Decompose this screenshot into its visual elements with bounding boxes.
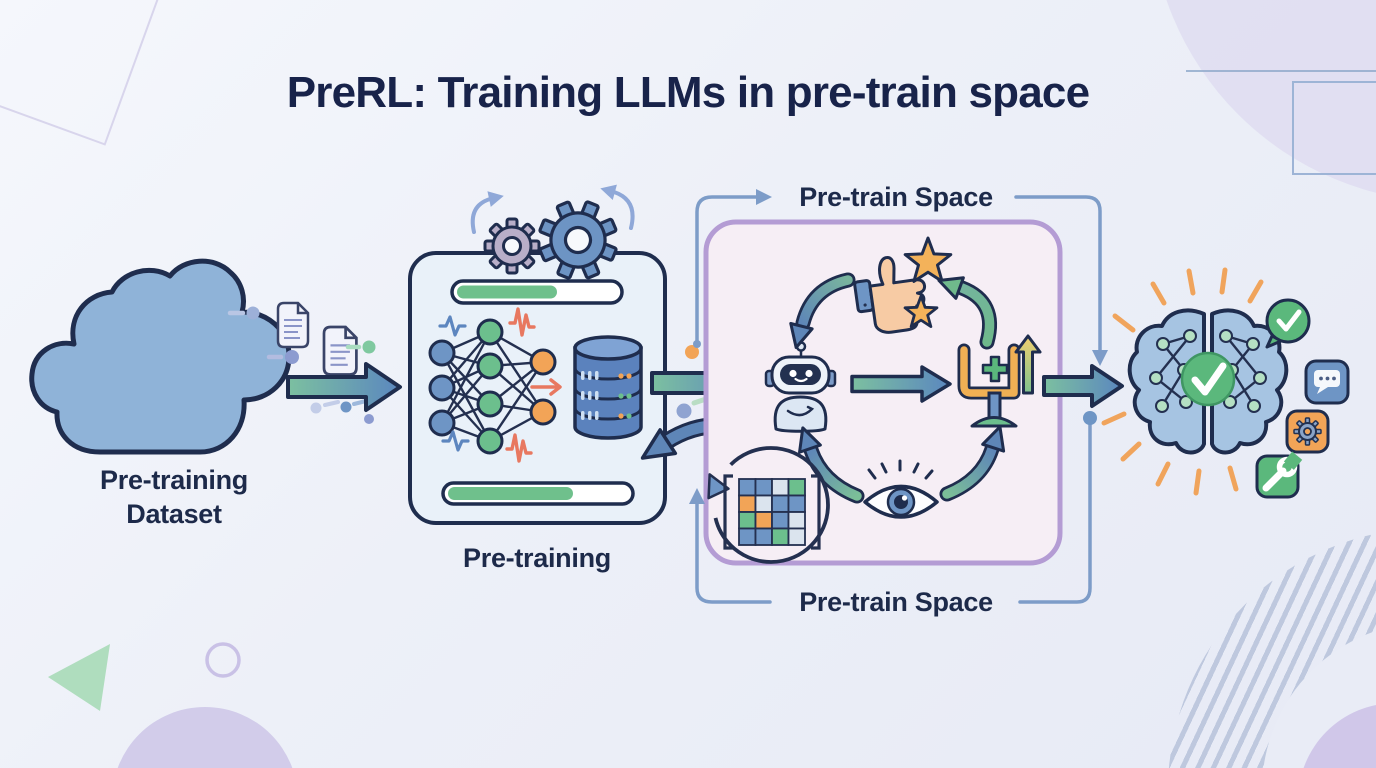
rotation-arrow — [470, 191, 504, 234]
cycle-arrow-eye-to-goal — [939, 425, 1006, 502]
decor-line-top-right — [1186, 70, 1376, 72]
page-title: PreRL: Training LLMs in pre-train space — [286, 68, 1090, 117]
brain-icon — [1127, 308, 1289, 455]
pretrain-space-bottom-label: Pre-train Space — [799, 587, 993, 617]
connector-bottom-left — [689, 488, 772, 604]
robot-icon — [764, 341, 837, 433]
cycle-arrow-reward-to-agent — [789, 272, 856, 350]
check-bubble-icon — [1265, 298, 1311, 349]
gear-badge-icon — [1285, 409, 1330, 454]
decor-ring-bottom-left — [205, 642, 241, 678]
progress-bar — [450, 279, 624, 305]
gear-icon-small — [483, 217, 541, 275]
decor-triangle-bottom-left — [48, 644, 110, 711]
flow-arrow-space-to-model — [1042, 364, 1124, 408]
agent-to-goal-arrow — [850, 365, 952, 403]
check-icon — [1180, 351, 1236, 407]
gear-icon-large — [538, 200, 618, 280]
progress-bar — [441, 481, 635, 506]
pretraining-label: Pre-training — [463, 543, 611, 573]
goalpost-icon — [957, 334, 1042, 428]
rotation-arrow — [600, 184, 635, 230]
connector-top-right — [1014, 195, 1108, 366]
signal-wave-icon — [438, 307, 536, 463]
grid-icon — [723, 474, 821, 550]
database-icon — [573, 335, 643, 440]
comet-dots — [227, 306, 376, 424]
document-icon — [322, 325, 358, 376]
decor-rect-top-right — [1292, 81, 1376, 175]
cycle-arrow-goal-to-reward — [937, 276, 998, 350]
comet-dot-blue — [676, 396, 709, 419]
neural-network-icon — [428, 318, 557, 455]
eye-icon — [863, 459, 939, 519]
cycle-arrow-eye-to-agent — [798, 426, 865, 504]
connector-bottom-right — [1018, 411, 1097, 604]
document-icon — [276, 301, 310, 349]
comet-dot-orange — [685, 345, 699, 359]
wrench-badge-icon — [1255, 451, 1303, 499]
loss-arrow-icon — [530, 378, 562, 396]
dataset-label: Pre-training Dataset — [100, 465, 248, 529]
connector-top-left — [693, 189, 772, 348]
sunburst-rays — [1101, 267, 1264, 496]
pretrain-space-top-label: Pre-train Space — [799, 182, 993, 212]
cloud-icon — [29, 258, 292, 455]
star-icon-small — [903, 294, 939, 328]
star-icon-large — [903, 236, 953, 283]
flow-arrow-dataset-to-pretraining — [286, 362, 402, 412]
chat-bubble-icon — [1304, 359, 1350, 405]
